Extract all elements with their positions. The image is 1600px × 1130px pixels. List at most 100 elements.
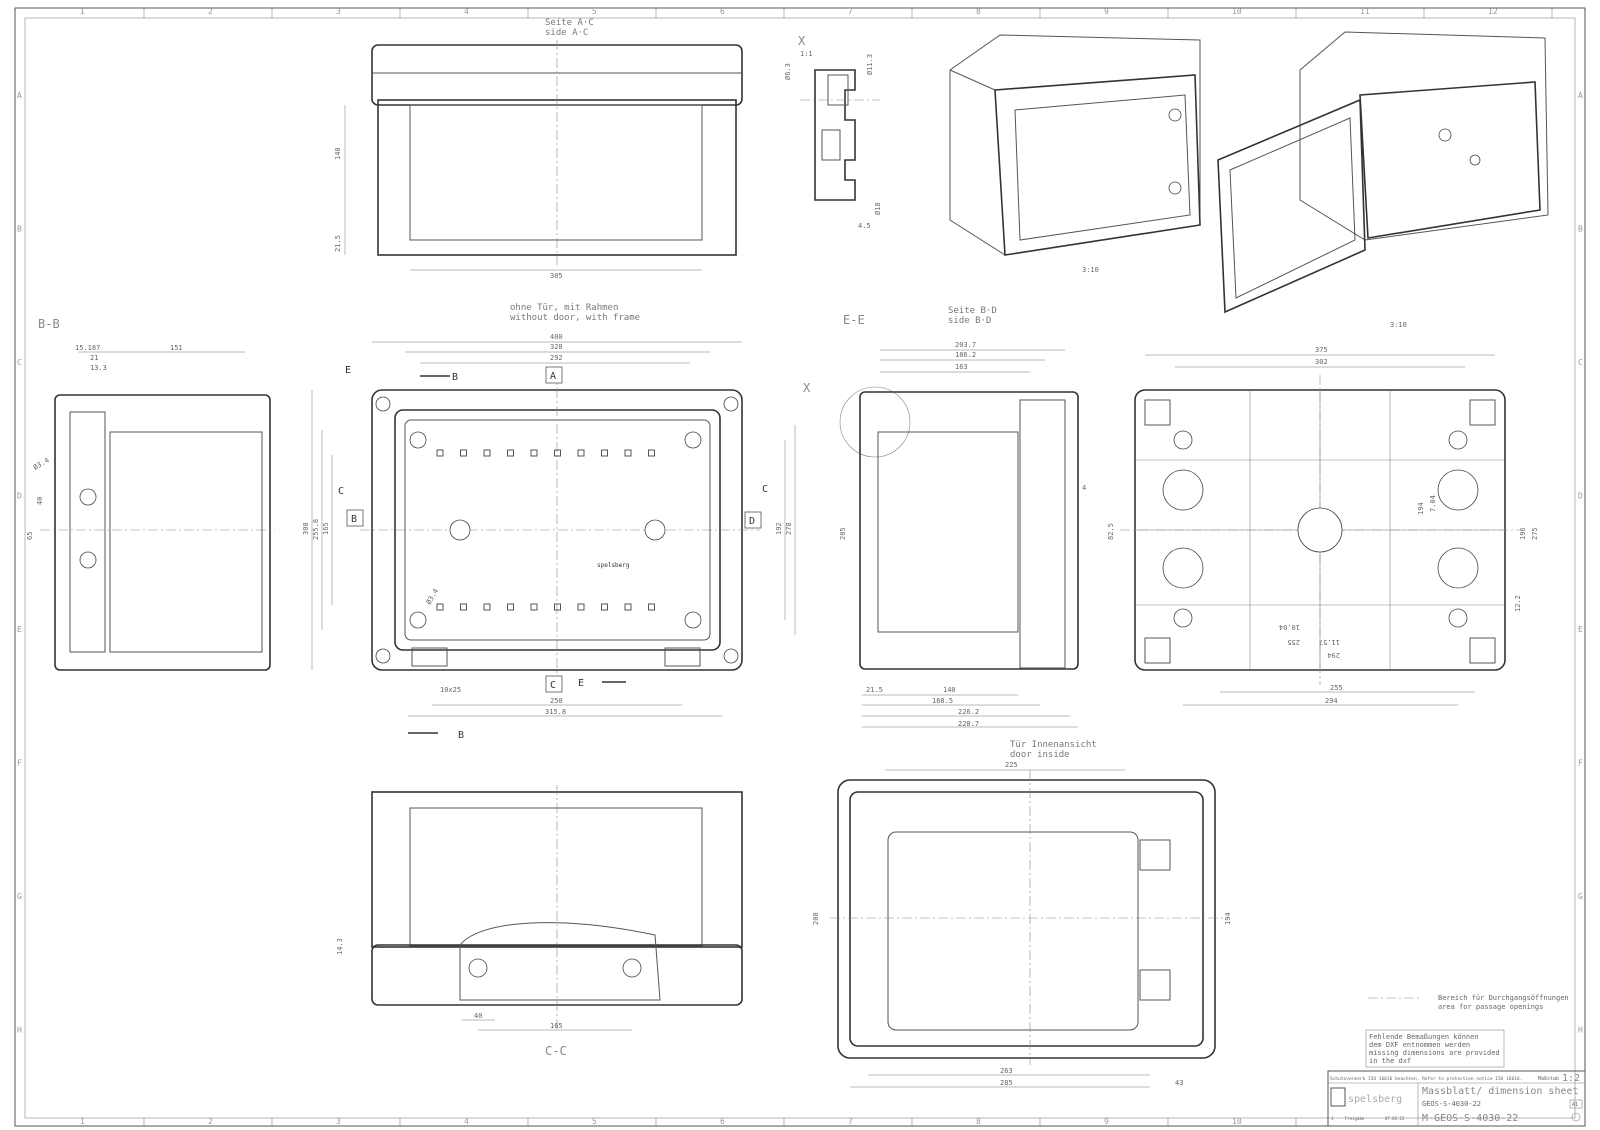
detail-x: X 1:1 Ø6.3 Ø11.3 Ø18 4.5	[784, 34, 882, 230]
grid-column-label: 1	[80, 1117, 85, 1126]
mounting-hole	[483, 603, 491, 611]
grid-column-label: 1	[80, 7, 85, 16]
dim: 12.2	[1514, 595, 1522, 612]
grid-column-label: 10	[1232, 1117, 1242, 1126]
section-marker: C	[338, 486, 344, 497]
grid-column-label: 8	[976, 7, 981, 16]
dim: Ø3.4	[32, 456, 51, 471]
view-back: 375 302 82.5 194 275 12.2 255 294 196 7.…	[1107, 346, 1539, 706]
sheet-border	[14, 7, 1586, 1127]
view-title-en: side A·C	[545, 28, 588, 38]
dim: 300	[302, 522, 310, 535]
mounting-hole	[577, 449, 585, 457]
grid-column-label: 12	[1488, 7, 1498, 16]
company-logo	[1330, 1087, 1346, 1107]
mounting-hole	[554, 449, 561, 457]
dim: 305	[550, 272, 563, 280]
section-marker: B	[351, 514, 357, 525]
detail-marker: X	[803, 381, 811, 395]
grid-column-label: 4	[464, 1117, 469, 1126]
legend-text-de: Bereich für Durchgangsöffnungen	[1438, 994, 1569, 1002]
grid-row-label: E	[17, 625, 22, 634]
iso-view-closed: 3:10	[949, 34, 1201, 274]
projection-symbol-icon	[1571, 1112, 1581, 1122]
dim: 255.8	[312, 519, 320, 540]
note-line: in the dxf	[1369, 1057, 1411, 1065]
view-title-de: Tür Innenansicht	[1010, 740, 1097, 750]
section-marker: E	[345, 365, 351, 376]
mounting-hole	[624, 449, 632, 457]
dim: 4	[1082, 484, 1086, 492]
section-title: B-B	[38, 317, 60, 331]
dim: 275	[1531, 527, 1539, 540]
drawing-number: M-GEOS-S-4030-22	[1422, 1113, 1518, 1124]
grid-row-label: D	[1578, 492, 1583, 501]
dim: 151	[170, 344, 183, 352]
mounting-hole	[436, 449, 444, 457]
dim: 315.8	[545, 708, 566, 716]
mounting-hole	[577, 603, 585, 611]
release-date: 07.03.22	[1385, 1116, 1405, 1121]
grid-row-label: G	[1578, 892, 1583, 901]
view-front-without-door: ohne Tür, mit Rahmen without door, with …	[302, 303, 796, 741]
section-marker: C	[550, 680, 556, 691]
mounting-hole	[530, 449, 538, 457]
mounting-hole	[483, 449, 491, 457]
section-b-b: B-B 15.187 21 13.3 151 Ø3.4 40 65	[26, 317, 275, 671]
grid-column-label: 7	[848, 1117, 853, 1126]
mounting-hole	[648, 449, 655, 457]
grid-column-label: 5	[592, 7, 597, 16]
dim: 140	[334, 147, 342, 160]
dim: Ø3.4	[425, 587, 440, 606]
grid-column-label: 6	[720, 7, 725, 16]
mounting-hole	[507, 603, 514, 611]
dim: Ø11.3	[866, 54, 874, 75]
dim: 196	[1519, 527, 1527, 540]
note-line: Fehlende Bemaßungen können	[1369, 1033, 1479, 1041]
dim: 40	[474, 1012, 482, 1020]
dim: 302	[1315, 358, 1328, 366]
dim: 255	[1287, 638, 1300, 646]
section-marker: A	[550, 371, 556, 382]
mounting-hole	[460, 449, 467, 457]
view-side-ac: Seite A·C side A·C 140 21.5 305	[334, 18, 743, 280]
dim: 7.04	[1429, 495, 1437, 512]
sheet-format: A1	[1572, 1102, 1578, 1108]
note-line: dem DXF entnommen werden	[1369, 1041, 1470, 1049]
dim: 186.2	[955, 351, 976, 359]
dim: 228.7	[958, 720, 979, 728]
view-title-de: ohne Tür, mit Rahmen	[510, 303, 618, 313]
grid-column-label: 10	[1232, 7, 1242, 16]
iso-scale: 3:10	[1082, 266, 1099, 274]
dim: 82.5	[1107, 523, 1115, 540]
dim: 292	[550, 354, 563, 362]
grid-row-label: C	[17, 358, 22, 367]
dim: 65	[26, 532, 34, 540]
view-title-en: without door, with frame	[510, 313, 640, 323]
dxf-note: Fehlende Bemaßungen können dem DXF entno…	[1365, 1029, 1505, 1068]
grid-row-label: B	[17, 225, 22, 234]
dim: 200	[812, 912, 820, 925]
dim: 255	[1330, 684, 1343, 692]
dim: 168.5	[932, 697, 953, 705]
dim: 294	[1325, 697, 1338, 705]
dim: 14.3	[336, 938, 344, 955]
dim: 226.2	[958, 708, 979, 716]
grid-column-label: 5	[592, 1117, 597, 1126]
dim: 194	[1224, 912, 1232, 925]
dim: 10x25	[440, 686, 461, 694]
dim: 375	[1315, 346, 1328, 354]
mounting-hole	[436, 603, 444, 611]
dim: 11.57	[1319, 638, 1340, 646]
dim: 165	[322, 522, 330, 535]
dim: 285	[1000, 1079, 1013, 1087]
dim: 205	[839, 527, 847, 540]
view-title-de: Seite A·C	[545, 18, 594, 28]
dim: 194	[1417, 502, 1425, 515]
dim: 21.5	[866, 686, 883, 694]
dim: 192	[775, 522, 783, 535]
dim: 140	[943, 686, 956, 694]
part-number: GEOS-S-4030-22	[1422, 1100, 1481, 1108]
grid-row-label: E	[1578, 625, 1583, 634]
iso-view-open: 3:10	[1217, 31, 1549, 329]
